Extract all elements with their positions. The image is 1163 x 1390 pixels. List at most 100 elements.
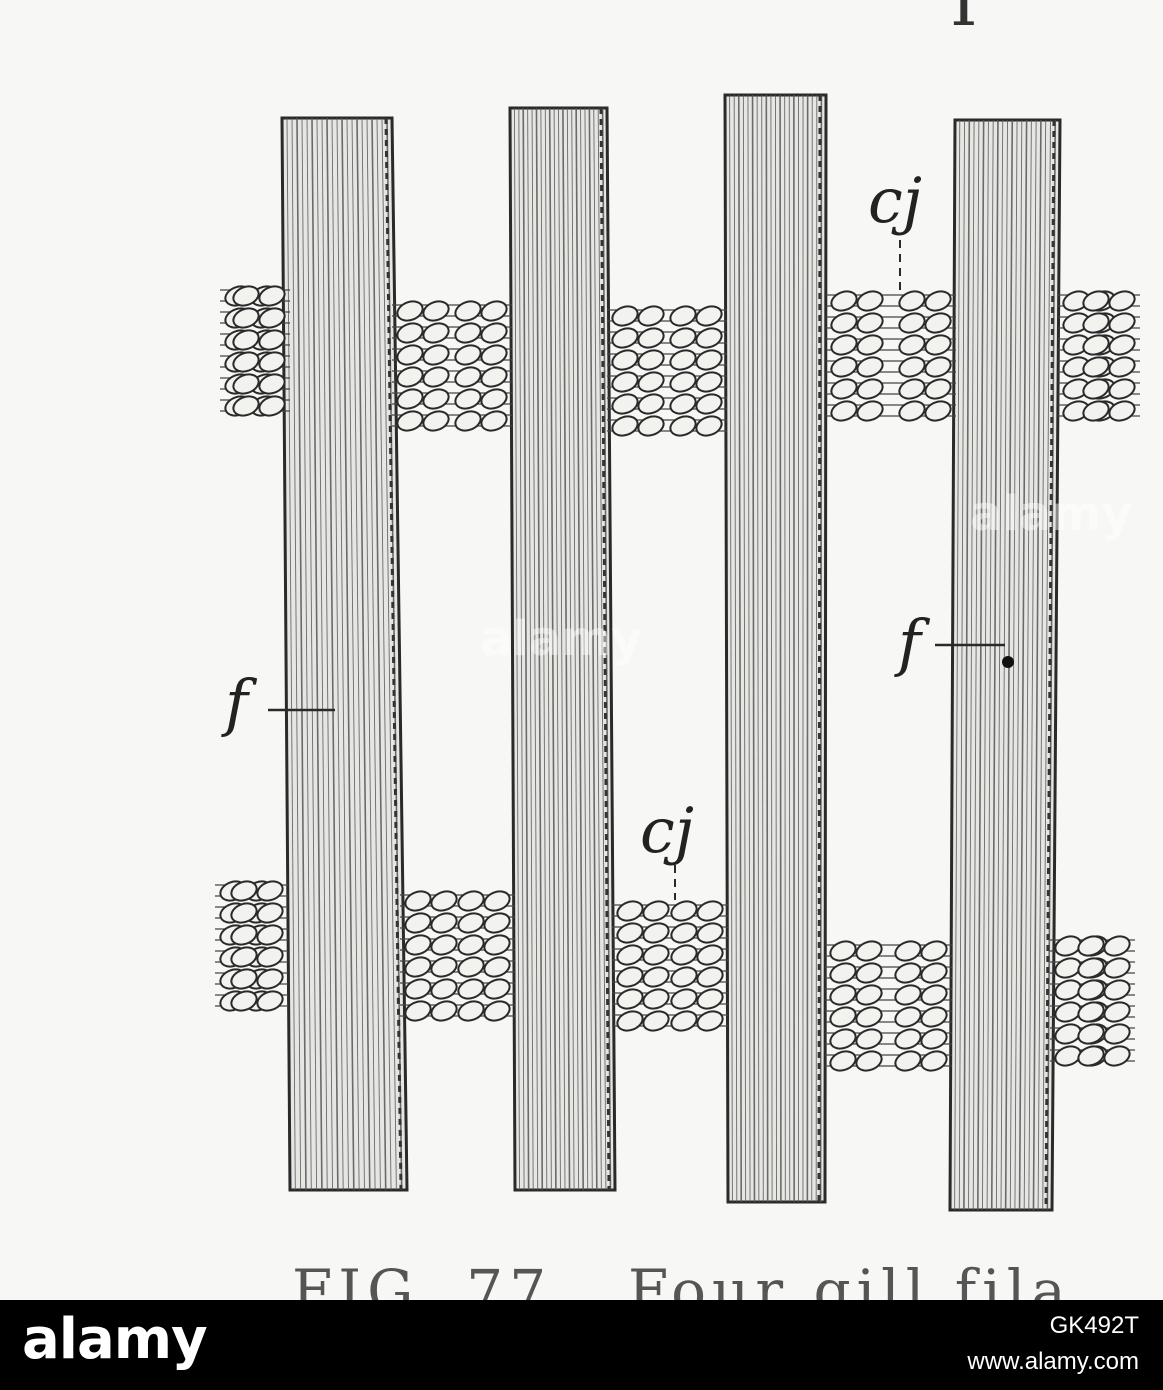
junction-bottom-edge-left-cell xyxy=(230,968,258,990)
junction-top-1-cell xyxy=(454,322,482,344)
junction-top-3-cell xyxy=(856,378,884,400)
junction-bottom-3-cell xyxy=(829,940,857,962)
junction-bottom-2-cell xyxy=(696,966,724,988)
junction-top-3-cell xyxy=(924,312,952,334)
junction-bottom-3-cell xyxy=(855,940,883,962)
junction-bottom-2-cell xyxy=(670,922,698,944)
junction-top-2-cell xyxy=(695,349,723,371)
junction-bottom-1-cell xyxy=(457,1000,485,1022)
filament-striation xyxy=(548,107,557,1191)
filament-striation xyxy=(513,107,520,1191)
junction-bottom-3-cell xyxy=(894,940,922,962)
junction-top-3-cell xyxy=(830,400,858,422)
junction-bottom-2-cell xyxy=(642,1010,670,1032)
junction-top-2-cell xyxy=(695,327,723,349)
junction-bottom-3-cell xyxy=(855,1050,883,1072)
filament-3 xyxy=(723,93,828,1204)
junction-bottom-1-cell xyxy=(457,956,485,978)
filament-striation xyxy=(291,117,302,1191)
junction-bottom-1-cell xyxy=(483,912,511,934)
junction-top-3-cell xyxy=(856,312,884,334)
filament-striation xyxy=(518,107,525,1191)
junction-bottom-edge-right-cell xyxy=(1077,1045,1105,1067)
junction-bottom-edge-right-cell xyxy=(1103,1001,1131,1023)
filament-striation xyxy=(1023,119,1032,1211)
filament-striation xyxy=(371,117,387,1191)
junction-bottom-3-cell xyxy=(920,1050,948,1072)
junction-top-edge-left-cell xyxy=(232,307,260,329)
junction-bottom-2-cell xyxy=(642,966,670,988)
junction-top-edge-right-cell xyxy=(1108,312,1136,334)
filament-striation xyxy=(1028,119,1037,1211)
junction-bottom-edge-left-cell xyxy=(256,880,284,902)
junction-bottom-1-cell xyxy=(457,934,485,956)
watermark-bar: alamy GK492T www.alamy.com xyxy=(0,1300,1163,1390)
filament-striation xyxy=(366,117,381,1191)
junction-bottom-3-cell xyxy=(920,962,948,984)
label-f-left: f xyxy=(225,666,248,739)
junction-top-3-cell xyxy=(856,400,884,422)
junction-bottom-2-cell xyxy=(696,988,724,1010)
alamy-logo: alamy xyxy=(22,1307,208,1372)
junction-top-edge-left-cell xyxy=(258,329,286,351)
junction-top-edge-right-cell xyxy=(1082,378,1110,400)
junction-bottom-2-cell xyxy=(670,1010,698,1032)
filament-striation xyxy=(954,119,961,1211)
junction-top-edge-left-cell xyxy=(232,395,260,417)
label-f-right: f xyxy=(898,606,921,679)
filament-striation xyxy=(321,117,333,1191)
filament-striation xyxy=(544,107,552,1191)
filament-striation xyxy=(770,94,773,1203)
junction-top-2-cell xyxy=(637,415,665,437)
junction-bottom-2-cell xyxy=(642,922,670,944)
filament-striation xyxy=(963,119,971,1211)
junction-top-1-cell xyxy=(422,300,450,322)
junction-bottom-3-cell xyxy=(920,1006,948,1028)
filament-striation xyxy=(306,117,318,1191)
label-cj-bottom: cj xyxy=(640,794,694,867)
junction-top-1-cell xyxy=(396,300,424,322)
junction-top-3-cell xyxy=(898,356,926,378)
junction-top-1-cell xyxy=(422,366,450,388)
junction-top-edge-right-cell xyxy=(1082,356,1110,378)
junction-bottom-2-cell xyxy=(670,944,698,966)
filament-striation xyxy=(346,117,360,1191)
junction-bottom-1-cell xyxy=(483,1000,511,1022)
junction-top-3-cell xyxy=(830,290,858,312)
filament-striation xyxy=(761,94,764,1203)
junction-bottom-edge-right-cell xyxy=(1103,1045,1131,1067)
junction-bottom-2-cell xyxy=(616,988,644,1010)
junction-top-2-cell xyxy=(637,393,665,415)
junction-bottom-1-cell xyxy=(430,978,458,1000)
junction-top-edge-left-cell xyxy=(258,395,286,417)
junction-top-3-cell xyxy=(830,312,858,334)
junction-top-1-cell xyxy=(396,410,424,432)
junction-top-3-cell xyxy=(898,290,926,312)
junction-top-edge-left-cell xyxy=(232,373,260,395)
junction-bottom-2-cell xyxy=(696,944,724,966)
filament-dot xyxy=(1002,656,1014,668)
junction-top-1-cell xyxy=(454,300,482,322)
junction-top-3-cell xyxy=(898,312,926,334)
junction-top-edge-left-cell xyxy=(258,285,286,307)
site-url: www.alamy.com xyxy=(967,1348,1139,1375)
junction-bottom-edge-left-cell xyxy=(230,902,258,924)
junction-bottom-3-cell xyxy=(894,1028,922,1050)
junction-top-1-cell xyxy=(396,344,424,366)
filament-striation xyxy=(756,94,760,1203)
filament-striation xyxy=(1037,119,1047,1211)
junction-top-1-cell xyxy=(396,322,424,344)
junction-top-1-cell xyxy=(480,300,508,322)
junction-bottom-2-cell xyxy=(696,900,724,922)
junction-bottom-1-cell xyxy=(430,934,458,956)
filament-striation xyxy=(747,94,751,1203)
junction-top-edge-left-cell xyxy=(258,351,286,373)
junction-bottom-2-cell xyxy=(696,922,724,944)
filament-edge xyxy=(817,94,822,1203)
junction-top-3-cell xyxy=(924,378,952,400)
filament-edge xyxy=(384,117,403,1191)
watermark-right: alamy xyxy=(970,486,1133,542)
junction-bottom-2-cell xyxy=(642,900,670,922)
junction-top-edge-right-cell xyxy=(1108,378,1136,400)
filament-striation xyxy=(311,117,323,1191)
